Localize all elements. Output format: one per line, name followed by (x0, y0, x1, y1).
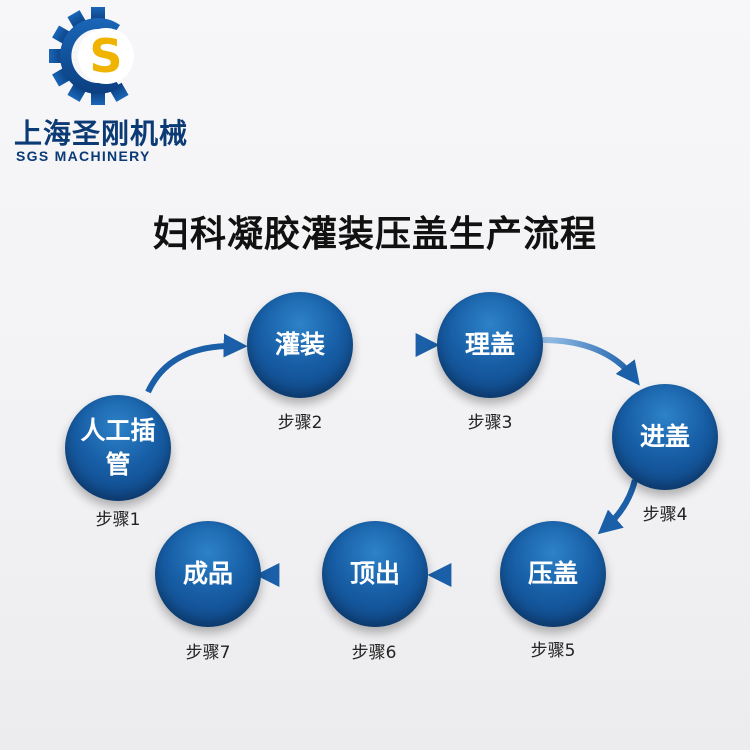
arrow-step1-to-step2 (145, 333, 248, 394)
company-name-en: SGS MACHINERY (16, 148, 151, 164)
step-caption-3: 步骤3 (467, 413, 513, 433)
step-node-3-label: 理盖 (464, 330, 515, 359)
step-caption-2: 步骤2 (277, 413, 323, 433)
logo-letter: S (89, 29, 122, 83)
step-node-2-label: 灌装 (274, 330, 325, 359)
step-node-6: 顶出 (322, 521, 428, 627)
step-node-5-label: 压盖 (527, 559, 578, 588)
step-node-5: 压盖 (500, 521, 606, 627)
step-node-7-label: 成品 (182, 559, 233, 588)
step-node-1: 人工插管 (65, 395, 171, 501)
arrow-step3-to-step4 (541, 337, 640, 386)
step-caption-7: 步骤7 (185, 643, 231, 663)
step-node-7: 成品 (155, 521, 261, 627)
page-title: 妇科凝胶灌装压盖生产流程 (152, 214, 597, 255)
step-caption-4: 步骤4 (642, 505, 688, 525)
step-node-4-label: 进盖 (639, 422, 690, 451)
arrow-step4-to-step5 (597, 479, 638, 535)
step-node-6-label: 顶出 (349, 559, 400, 588)
step-node-3: 理盖 (437, 292, 543, 398)
step-node-4: 进盖 (612, 384, 718, 490)
step-caption-6: 步骤6 (351, 643, 397, 663)
step-node-2: 灌装 (247, 292, 353, 398)
step-node-1-label: 人工插管 (80, 416, 156, 479)
step-caption-1: 步骤1 (95, 510, 141, 530)
company-logo: S 上海圣刚机械 SGS MACHINERY (8, 6, 193, 166)
step-caption-5: 步骤5 (530, 641, 576, 661)
gear-logo-icon: S (49, 7, 134, 105)
company-name-cn: 上海圣刚机械 (14, 117, 189, 150)
